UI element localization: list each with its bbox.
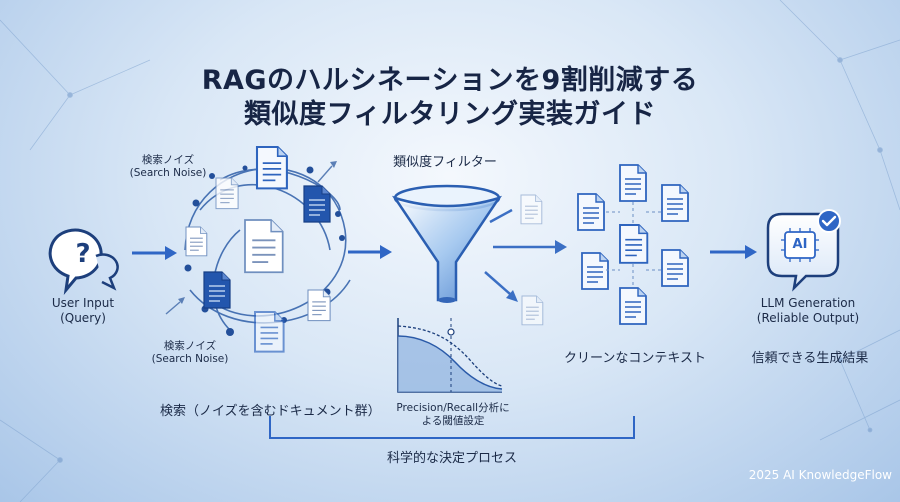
question-bubble-icon: ? [48,228,119,296]
output-label-line1: LLM Generation [760,296,856,310]
llm-chip-icon [766,212,840,292]
title-line-2: 類似度フィルタリング実装ガイド [244,99,656,130]
filter-arrows [484,208,567,302]
context-grid-lines [606,202,662,288]
output-label: LLM Generation (Reliable Output) [748,296,868,326]
output-label-line2: (Reliable Output) [756,311,860,325]
pr-chart-caption-line1: Precision/Recall分析に [396,402,510,414]
input-label-line2: (Query) [60,311,106,325]
check-badge-icon [817,209,841,233]
noise-label-top-line1: 検索ノイズ [141,154,195,166]
pr-chart-caption-line2: よる閾値設定 [421,415,485,427]
input-label: User Input (Query) [30,296,136,326]
noise-label-top: 検索ノイズ (Search Noise) [118,154,218,180]
noise-dots [184,165,345,336]
process-bracket [269,416,635,439]
noise-label-bottom-line2: (Search Noise) [151,353,229,365]
pr-chart-caption: Precision/Recall分析に よる閾値設定 [378,402,528,428]
svg-text:?: ? [75,239,90,269]
noise-small-arrows [165,161,337,315]
arrow-input-to-search [132,246,177,260]
noise-label-bottom-line1: 検索ノイズ [163,340,217,352]
funnel-icon [391,184,503,303]
footer-brand: 2025 AI KnowledgeFlow [748,468,892,482]
clean-context-documents [577,164,689,325]
search-caption: 検索（ノイズを含むドキュメント群） [160,404,381,419]
process-label: 科学的な決定プロセス [386,451,517,466]
arrow-search-to-filter [348,245,392,259]
noise-label-bottom: 検索ノイズ (Search Noise) [140,340,240,366]
context-label: クリーンなコンテキスト [564,351,706,366]
output-caption: 信頼できる生成結果 [751,351,869,366]
llm-chip-text: AI [792,237,808,252]
rejected-documents [520,194,544,326]
precision-recall-chart [397,318,503,393]
filter-label: 類似度フィルター [393,155,497,170]
input-label-line1: User Input [51,296,115,310]
noise-label-top-line2: (Search Noise) [129,167,207,179]
title-line-1: RAGのハルシネーションを9割削減する [201,65,699,96]
arrow-context-to-llm [710,245,757,259]
